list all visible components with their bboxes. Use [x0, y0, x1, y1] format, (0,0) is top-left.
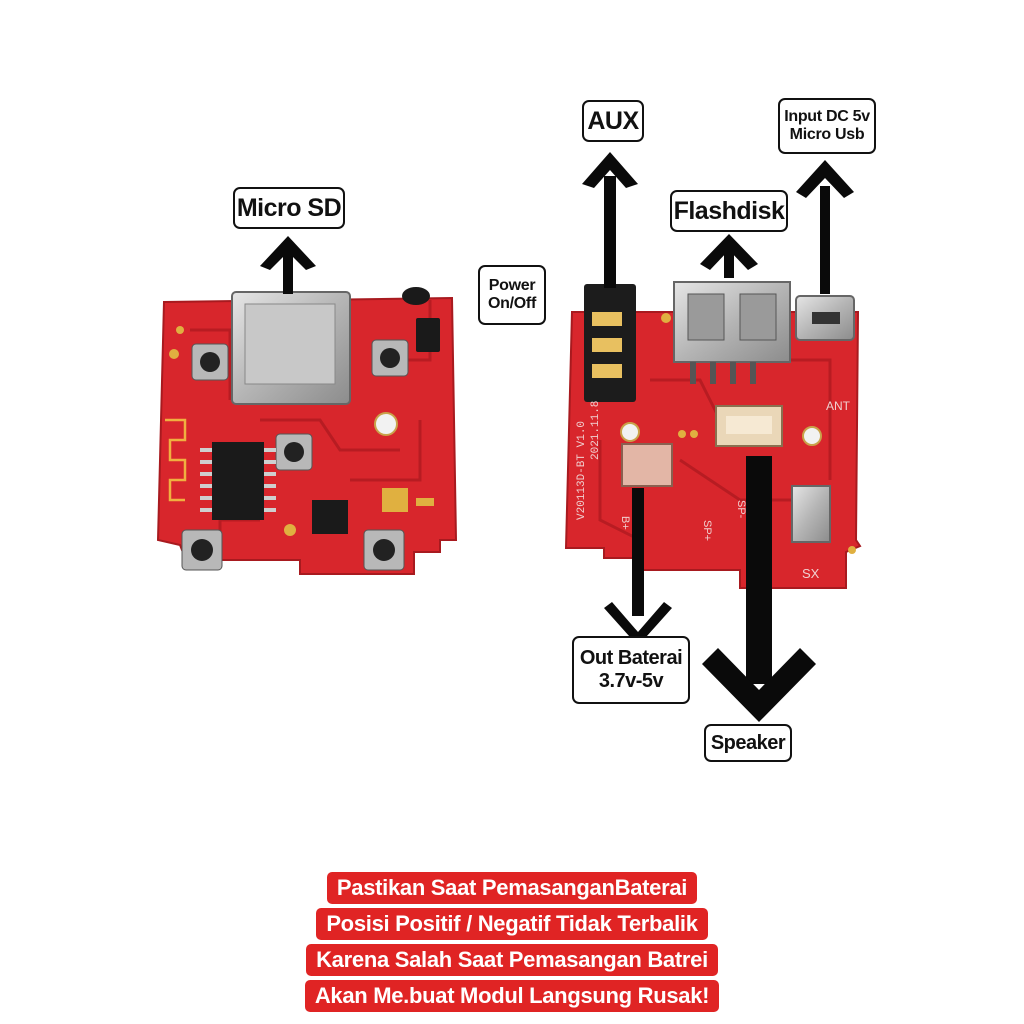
silk-bplus: B+ — [619, 516, 631, 530]
micro-sd-slot — [231, 291, 351, 405]
arrow-aux — [604, 176, 616, 288]
silk-sx: SX — [802, 566, 820, 581]
ic-chips — [200, 442, 348, 534]
power-switch — [791, 485, 831, 543]
warning-line-3: Karena Salah Saat Pemasangan Batrei — [306, 944, 718, 976]
audio-jack — [402, 287, 430, 305]
button-group — [181, 339, 409, 571]
warning-line-4: Akan Me.buat Modul Langsung Rusak! — [304, 980, 720, 1012]
label-input-dc: Input DC 5v Micro Usb — [778, 98, 876, 154]
micro-usb-port — [795, 295, 855, 341]
label-out-baterai: Out Baterai 3.7v-5v — [572, 636, 690, 704]
slide-switch — [416, 318, 440, 352]
label-power: Power On/Off — [478, 265, 546, 325]
silk-sp-plus: SP+ — [701, 520, 713, 541]
arrow-flashdisk — [724, 246, 734, 278]
silk-sp-minus: SP- — [735, 500, 747, 519]
front-board — [156, 287, 458, 575]
arrow-speaker — [746, 456, 772, 684]
arrow-input-dc — [820, 186, 830, 294]
silk-ant: ANT — [826, 399, 851, 413]
label-speaker: Speaker — [704, 724, 792, 762]
battery-connector — [621, 443, 673, 487]
antenna-trace — [165, 418, 187, 502]
usb-a-port — [673, 281, 791, 384]
label-flashdisk: Flashdisk — [670, 190, 788, 232]
arrow-out-baterai — [632, 488, 644, 616]
warning-notice: Pastikan Saat PemasanganBaterai Posisi P… — [0, 872, 1024, 1016]
aux-jack-body — [584, 284, 636, 402]
label-micro-sd: Micro SD — [233, 187, 345, 229]
arrow-micro-sd — [283, 250, 293, 294]
warning-line-2: Posisi Positif / Negatif Tidak Terbalik — [316, 908, 708, 940]
warning-line-1: Pastikan Saat PemasanganBaterai — [326, 872, 698, 904]
arrows — [260, 152, 854, 722]
silk-model: V20113D-BT V1.0 — [576, 421, 588, 520]
silk-date: 2021.11.8 — [590, 401, 602, 460]
label-aux: AUX — [582, 100, 644, 142]
back-board: 2021.11.8 V20113D-BT V1.0 ANT SX SP+ SP-… — [564, 281, 862, 589]
